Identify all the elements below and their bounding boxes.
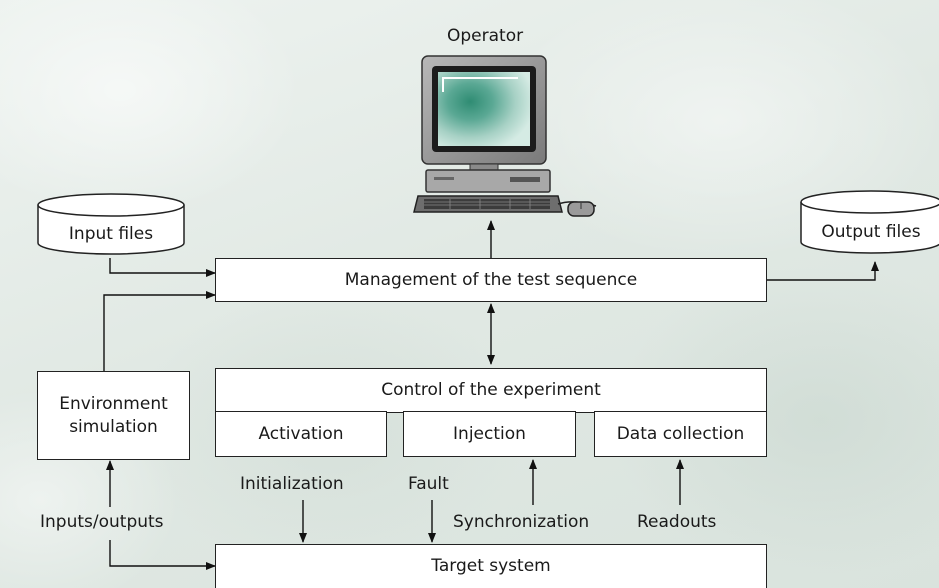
target-system-box: Target system <box>215 544 767 588</box>
output-files-cylinder: Output files <box>800 190 939 260</box>
injection-label: Injection <box>453 423 526 444</box>
input-files-label: Input files <box>68 224 154 244</box>
control-label: Control of the experiment <box>381 380 601 401</box>
input-files-cylinder: Input files <box>37 193 185 261</box>
environment-label-line2: simulation <box>69 416 158 437</box>
inputs-outputs-label: Inputs/outputs <box>40 512 164 532</box>
data-collection-box: Data collection <box>594 411 767 457</box>
control-experiment-box: Control of the experiment <box>215 368 767 413</box>
operator-label: Operator <box>447 26 524 46</box>
arrow-environment-to-management <box>103 291 216 371</box>
activation-label: Activation <box>258 423 344 444</box>
target-system-label: Target system <box>431 556 551 577</box>
environment-simulation-box: Environment simulation <box>37 371 190 460</box>
environment-label-line1: Environment <box>59 394 168 415</box>
fault-label: Fault <box>408 474 449 494</box>
operator-computer-icon <box>410 50 625 224</box>
arrow-input-files-to-management <box>109 258 216 277</box>
output-files-label: Output files <box>821 222 921 242</box>
management-label: Management of the test sequence <box>344 269 638 290</box>
data-collection-label: Data collection <box>616 423 745 444</box>
readouts-label: Readouts <box>637 512 717 532</box>
synchronization-label: Synchronization <box>453 512 590 532</box>
arrow-inputs-outputs-to-target <box>109 540 216 570</box>
initialization-label: Initialization <box>240 474 344 494</box>
activation-box: Activation <box>215 411 387 457</box>
arrow-management-to-output-files <box>767 261 879 281</box>
management-box: Management of the test sequence <box>215 258 767 302</box>
injection-box: Injection <box>403 411 576 457</box>
